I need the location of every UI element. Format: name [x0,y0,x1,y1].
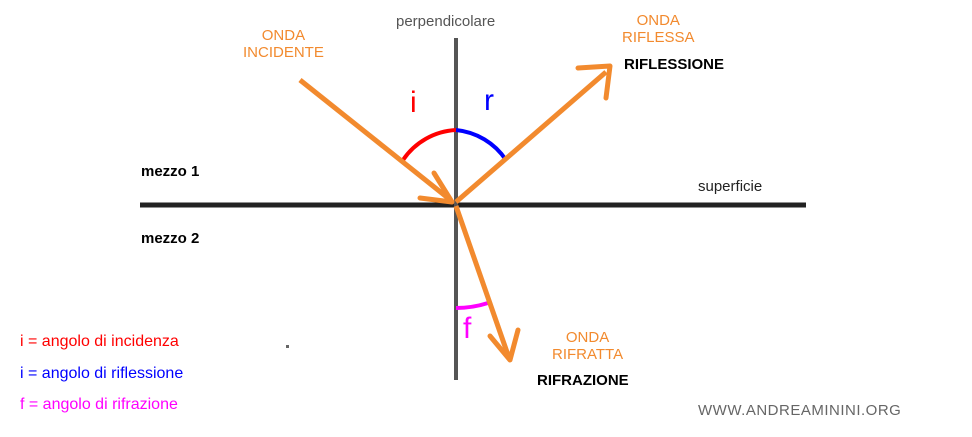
surface-label: superficie [698,178,763,195]
refracted-wave-line2: RIFRATTA [552,346,624,363]
incidence-angle-arc [401,128,457,162]
medium1-label: mezzo 1 [141,163,200,180]
incident-wave-label: ONDA INCIDENTE [243,27,324,61]
medium2-label: mezzo 2 [141,230,200,247]
refraction-label: RIFRAZIONE [537,372,629,389]
incident-wave-line2: INCIDENTE [243,44,324,61]
watermark: WWW.ANDREAMININI.ORG [698,402,902,419]
reflection-label: RIFLESSIONE [624,56,725,73]
refraction-angle-arc [455,301,489,310]
refracted-wave-label: ONDA RIFRATTA [552,329,623,363]
incident-ray-arrowhead [417,170,455,205]
angle-r-label: r [484,84,494,117]
reflected-wave-line2: RIFLESSA [622,29,695,46]
legend-item-reflection: i = angolo di riflessione [20,365,184,382]
legend-item-refraction: f = angolo di rifrazione [20,396,178,413]
legend-item-incidence: i = angolo di incidenza [20,333,179,350]
refracted-ray-arrowhead [487,327,521,363]
incident-wave-line1: ONDA [261,27,306,44]
dot-mark [286,345,289,348]
reflected-ray-arrowhead [575,63,613,101]
reflection-angle-arc [455,128,508,162]
angle-i-label: i [410,86,417,119]
refracted-ray [453,205,511,356]
perpendicular-label: perpendicolare [396,13,496,30]
angle-f-label: f [463,312,472,345]
reflected-ray [454,70,608,204]
incident-ray [298,78,450,200]
reflected-wave-line1: ONDA [636,12,680,29]
refracted-wave-line1: ONDA [565,329,610,346]
reflected-wave-label: ONDA RIFLESSA [622,12,695,46]
